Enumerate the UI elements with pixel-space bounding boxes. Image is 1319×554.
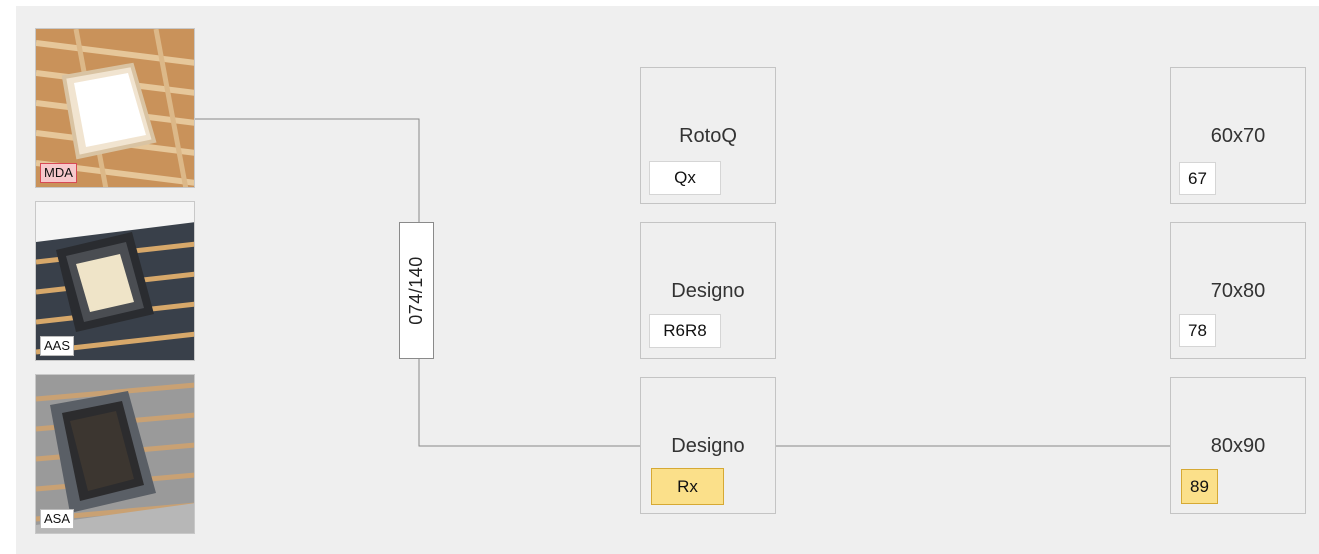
- connector-box-to-rx: [418, 359, 640, 447]
- product-thumbnail-aas[interactable]: AAS: [35, 201, 195, 361]
- dimension-label: 074/140: [406, 256, 427, 325]
- model-name: Designo: [671, 435, 745, 457]
- model-code-badge: R6R8: [649, 314, 721, 348]
- thumbnail-tag-mda: MDA: [40, 163, 77, 183]
- model-card-designo-r6r8[interactable]: Designo R6R8: [640, 222, 776, 359]
- size-code-badge: 67: [1179, 162, 1216, 195]
- model-code-badge: Qx: [649, 161, 721, 195]
- model-name: Designo: [671, 280, 745, 302]
- connector-mda-to-box: [195, 118, 420, 222]
- thumbnail-tag-asa: ASA: [40, 509, 75, 529]
- thumbnail-tag-aas: AAS: [40, 336, 75, 356]
- product-thumbnail-mda[interactable]: MDA: [35, 28, 195, 188]
- model-card-designo-rx[interactable]: Designo Rx: [640, 377, 776, 514]
- mda-product-image: [36, 29, 194, 187]
- size-code-badge-selected: 89: [1181, 469, 1218, 504]
- size-code-badge: 78: [1179, 314, 1216, 347]
- product-thumbnail-asa[interactable]: ASA: [35, 374, 195, 534]
- size-label: 80x90: [1210, 435, 1266, 457]
- model-code-badge-selected: Rx: [651, 468, 724, 505]
- model-card-rotoq[interactable]: RotoQ Qx: [640, 67, 776, 204]
- size-label: 70x80: [1210, 280, 1266, 302]
- model-name: RotoQ: [679, 125, 737, 147]
- size-card-70x80[interactable]: 70x80 78: [1170, 222, 1306, 359]
- dimension-connector-box: 074/140: [399, 222, 434, 359]
- size-card-80x90[interactable]: 80x90 89: [1170, 377, 1306, 514]
- aas-product-image: [36, 202, 194, 360]
- asa-product-image: [36, 375, 194, 533]
- size-card-60x70[interactable]: 60x70 67: [1170, 67, 1306, 204]
- size-label: 60x70: [1210, 125, 1266, 147]
